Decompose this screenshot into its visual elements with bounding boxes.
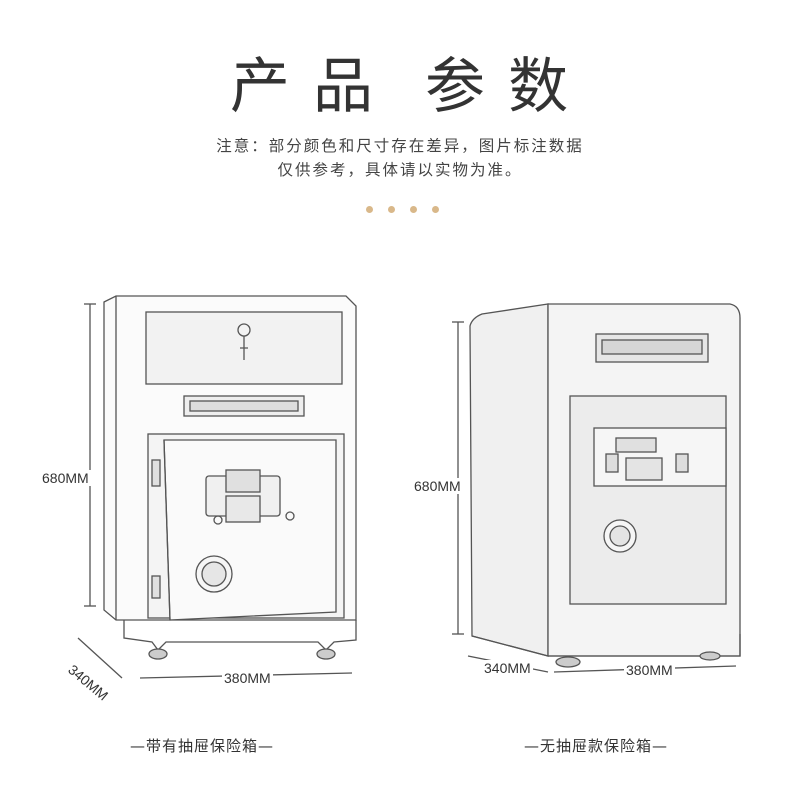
product-safe-with-drawer (40, 290, 380, 710)
title-part-2: 参 数 (425, 52, 571, 122)
dot (432, 206, 439, 213)
product-safe-without-drawer (420, 290, 760, 710)
title-part-1: 产 品 (229, 52, 375, 122)
safe-with-drawer-illustration (77, 295, 357, 679)
page-title: 产 品参 数 (0, 38, 800, 125)
decorative-dots (366, 206, 439, 213)
dot (410, 206, 417, 213)
height-label-2: 680MM (412, 478, 463, 494)
width-label-1: 380MM (222, 670, 273, 686)
safe-without-drawer-illustration (452, 303, 741, 673)
caption-1: —带有抽屉保险箱— (130, 737, 275, 755)
depth-label-2: 340MM (482, 660, 533, 676)
disclaimer-note: 注意：部分颜色和尺寸存在差异，图片标注数据 仅供参考，具体请以实物为准。 (0, 134, 800, 182)
note-line-2: 仅供参考，具体请以实物为准。 (277, 161, 523, 179)
dot (388, 206, 395, 213)
height-label-1: 680MM (40, 470, 91, 486)
note-line-1: 注意：部分颜色和尺寸存在差异，图片标注数据 (216, 137, 584, 155)
dot (366, 206, 373, 213)
caption-2: —无抽屉款保险箱— (524, 737, 669, 755)
width-label-2: 380MM (624, 662, 675, 678)
